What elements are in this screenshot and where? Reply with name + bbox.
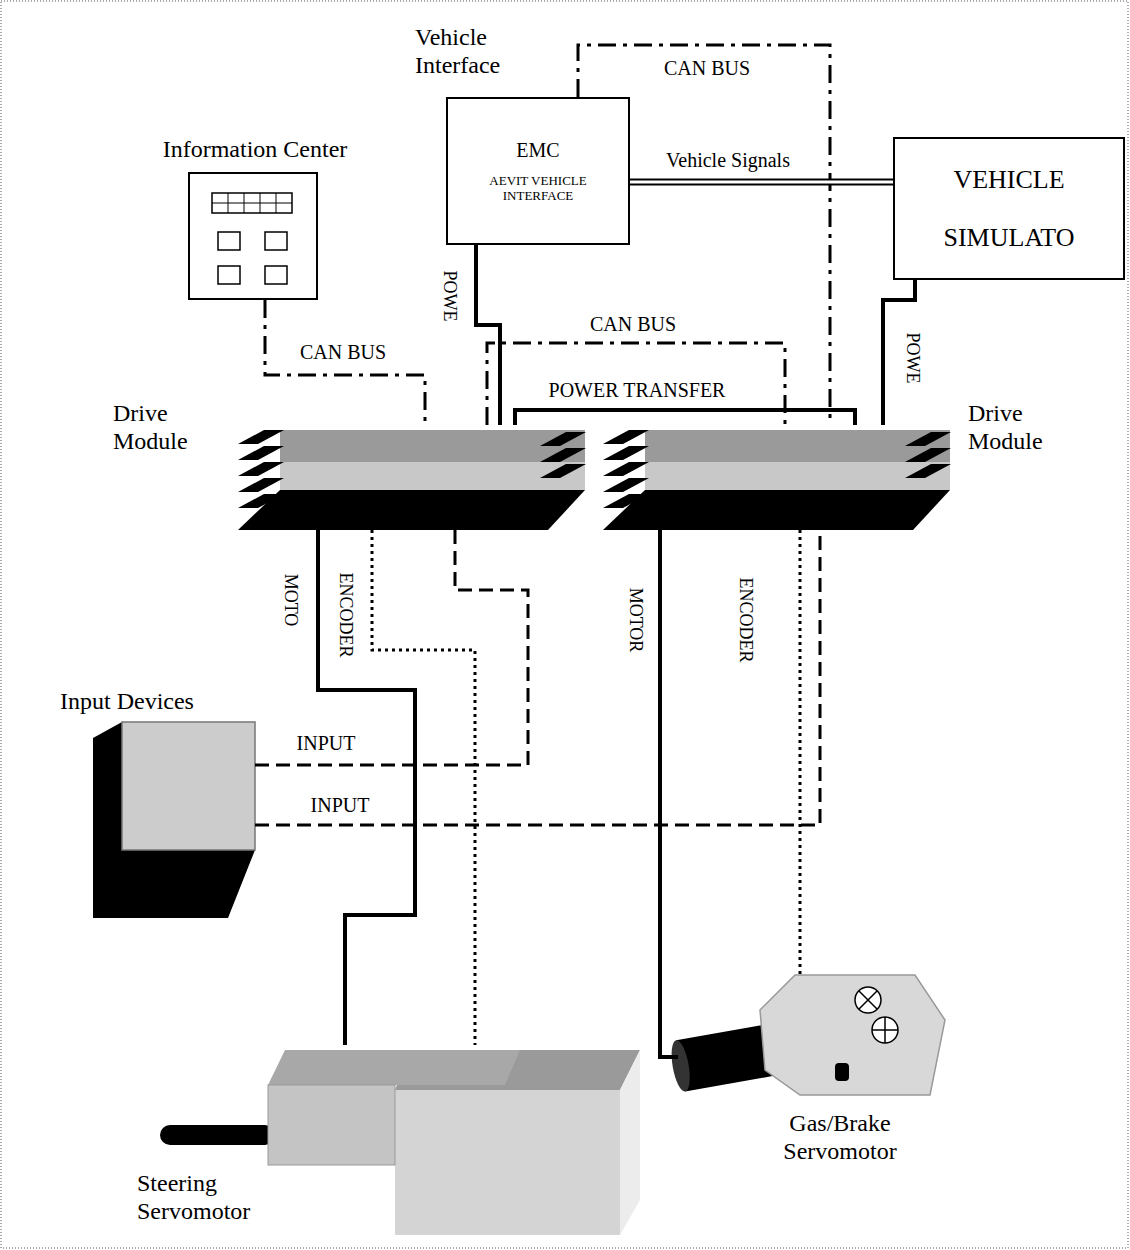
panel-box: Information Center: [188, 172, 318, 300]
input-device-box: [93, 722, 255, 918]
connector-label: CAN BUS: [298, 341, 388, 363]
connector-label: INPUT: [309, 794, 372, 816]
connector-label: MOTOR: [625, 586, 645, 655]
connector-label: ENCODER: [735, 576, 755, 665]
encoder-line: [372, 530, 475, 1045]
interface-box: EMCAEVIT VEHICLE INTERFACEVehicle Interf…: [446, 97, 630, 245]
node-label: Drive Module: [968, 400, 1083, 455]
connector-label: CAN BUS: [588, 313, 678, 335]
simulator-box: VEHICLE SIMULATO: [893, 137, 1125, 280]
gas-brake-servomotor-body: [668, 975, 945, 1095]
can-bus-line: [578, 45, 830, 425]
node-label: Steering Servomotor: [137, 1170, 287, 1225]
gas-brake-servomotor: Gas/Brake Servomotor: [678, 975, 945, 1100]
text-stack: VEHICLE SIMULATO: [944, 165, 1075, 253]
connector-label: MOTO: [280, 572, 300, 629]
connector-label: POWE: [902, 331, 922, 386]
node-label: Input Devices: [60, 688, 240, 716]
steering-servomotor: Steering Servomotor: [160, 1045, 640, 1240]
connector-label: ENCODER: [335, 571, 355, 660]
node-text: VEHICLE: [953, 165, 1064, 195]
connector-label: CAN BUS: [662, 57, 752, 79]
drive-module-slab: [603, 430, 951, 530]
connector-label: POWER TRANSFER: [547, 379, 728, 401]
connector-label: Vehicle Signals: [664, 149, 792, 171]
node-text: AEVIT VEHICLE INTERFACE: [473, 174, 603, 204]
can-bus-line: [265, 300, 425, 425]
node-label: Drive Module: [113, 400, 228, 455]
connector-label: POWE: [439, 269, 459, 324]
double-line-core: [630, 181, 893, 184]
drive-module: Drive Module: [238, 425, 585, 530]
input-device: Input Devices: [93, 720, 255, 918]
node-label: Vehicle Interface: [415, 24, 540, 79]
node-text: EMC: [516, 139, 559, 162]
power-line: [660, 530, 678, 1057]
node-text: SIMULATO: [944, 223, 1075, 253]
keypad-icon: [212, 193, 292, 284]
signal-line: [630, 179, 893, 186]
power-line: [318, 530, 415, 1045]
connector-label: INPUT: [295, 732, 358, 754]
encoder-line: [799, 530, 802, 975]
node-label: Gas/Brake Servomotor: [770, 1110, 910, 1165]
power-line: [515, 410, 855, 425]
node-label: Information Center: [130, 136, 380, 164]
input-line: [255, 530, 820, 825]
drive-module: Drive Module: [603, 425, 950, 530]
can-bus-line: [487, 343, 785, 425]
input-line: [255, 530, 528, 765]
text-stack: EMC AEVIT VEHICLE INTERFACE: [473, 139, 603, 204]
drive-module-slab: [238, 430, 586, 530]
